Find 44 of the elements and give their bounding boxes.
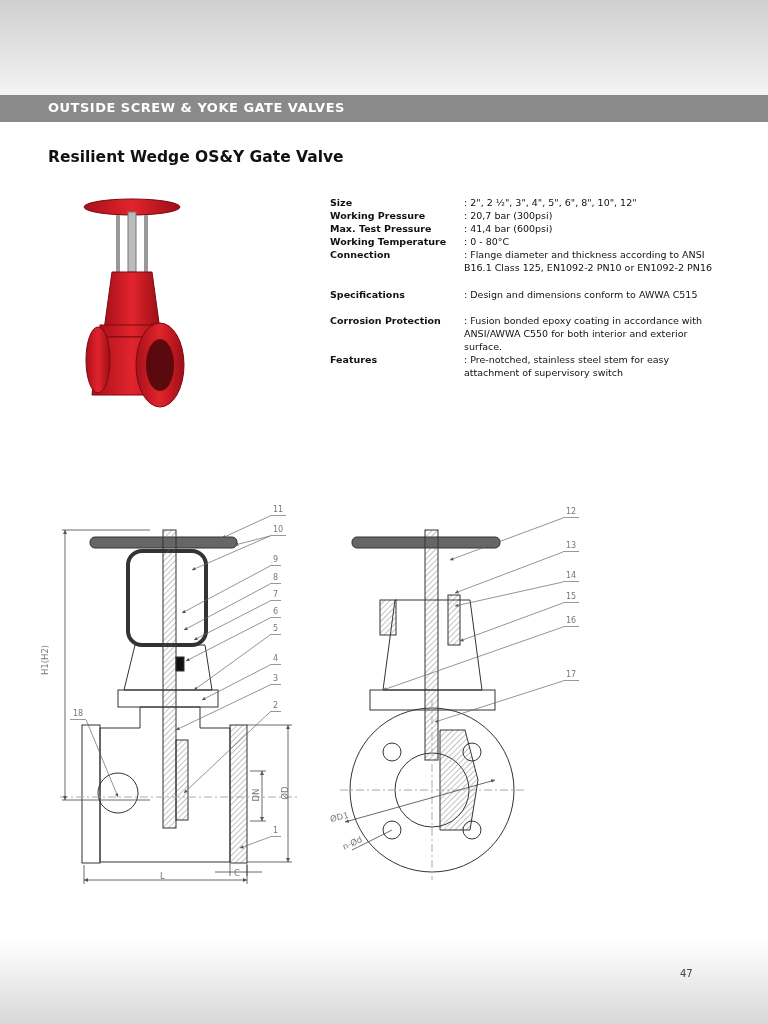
dimension-label: DN xyxy=(251,788,262,802)
dimension-label: ØD1 xyxy=(329,809,350,825)
dimension-label: L xyxy=(160,871,165,881)
callout-number: 13 xyxy=(563,541,580,552)
spec-label: Corrosion Protection xyxy=(330,314,441,327)
callout-number: 6 xyxy=(270,607,282,618)
spec-label: Features xyxy=(330,353,378,366)
spec-value: : Fusion bonded epoxy coating in accordance with ANSI/AWWA C550 for both interior and exterior surface. xyxy=(464,314,703,353)
spec-value: : Design and dimensions conform to AWWA C515 xyxy=(464,288,699,301)
spec-label: Working Temperature xyxy=(330,235,447,248)
callout-number: 3 xyxy=(270,674,282,685)
spec-label: Specifications xyxy=(330,288,405,301)
spec-value: : Pre-notched, stainless steel stem for easy attachment of supervisory switch xyxy=(464,353,671,379)
callout-number: 4 xyxy=(270,654,282,665)
callout-number: 7 xyxy=(270,590,282,601)
dimension-label: ØD xyxy=(279,786,290,800)
callout-number: 16 xyxy=(563,616,580,627)
callout-number: 17 xyxy=(563,670,580,681)
dimension-label: H1(H2) xyxy=(40,644,51,676)
section-heading: OUTSIDE SCREW & YOKE GATE VALVES xyxy=(48,100,345,115)
page-title: Resilient Wedge OS&Y Gate Valve xyxy=(48,148,344,166)
callout-number: 8 xyxy=(270,573,282,584)
spec-value: : 20,7 bar (300psi) xyxy=(464,209,554,222)
callout-number: 9 xyxy=(270,555,282,566)
spec-value: : 41,4 bar (600psi) xyxy=(464,222,554,235)
callout-number: 11 xyxy=(270,505,287,516)
dimension-label: n-Ød xyxy=(340,834,364,852)
callout-number: 5 xyxy=(270,624,282,635)
spec-label: Working Pressure xyxy=(330,209,426,222)
callout-number: 10 xyxy=(270,525,287,536)
spec-label: Connection xyxy=(330,248,391,261)
spec-label: Max. Test Pressure xyxy=(330,222,432,235)
callout-number: 18 xyxy=(70,709,87,720)
spec-value: : Flange diameter and thickness according to ANSI B16.1 Class 125, EN1092-2 PN10 or EN1092-2 PN16 xyxy=(464,248,714,274)
spec-value: : 0 - 80°C xyxy=(464,235,511,248)
spec-label: Size xyxy=(330,196,353,209)
callout-number: 1 xyxy=(270,826,282,837)
dimension-label: C xyxy=(234,868,240,878)
callout-number: 12 xyxy=(563,507,580,518)
page-number: 47 xyxy=(680,968,693,979)
callout-number: 14 xyxy=(563,571,580,582)
callout-number: 2 xyxy=(270,701,282,712)
spec-value: : 2", 2 ½", 3", 4", 5", 6", 8", 10", 12" xyxy=(464,196,638,209)
callout-number: 15 xyxy=(563,592,580,603)
